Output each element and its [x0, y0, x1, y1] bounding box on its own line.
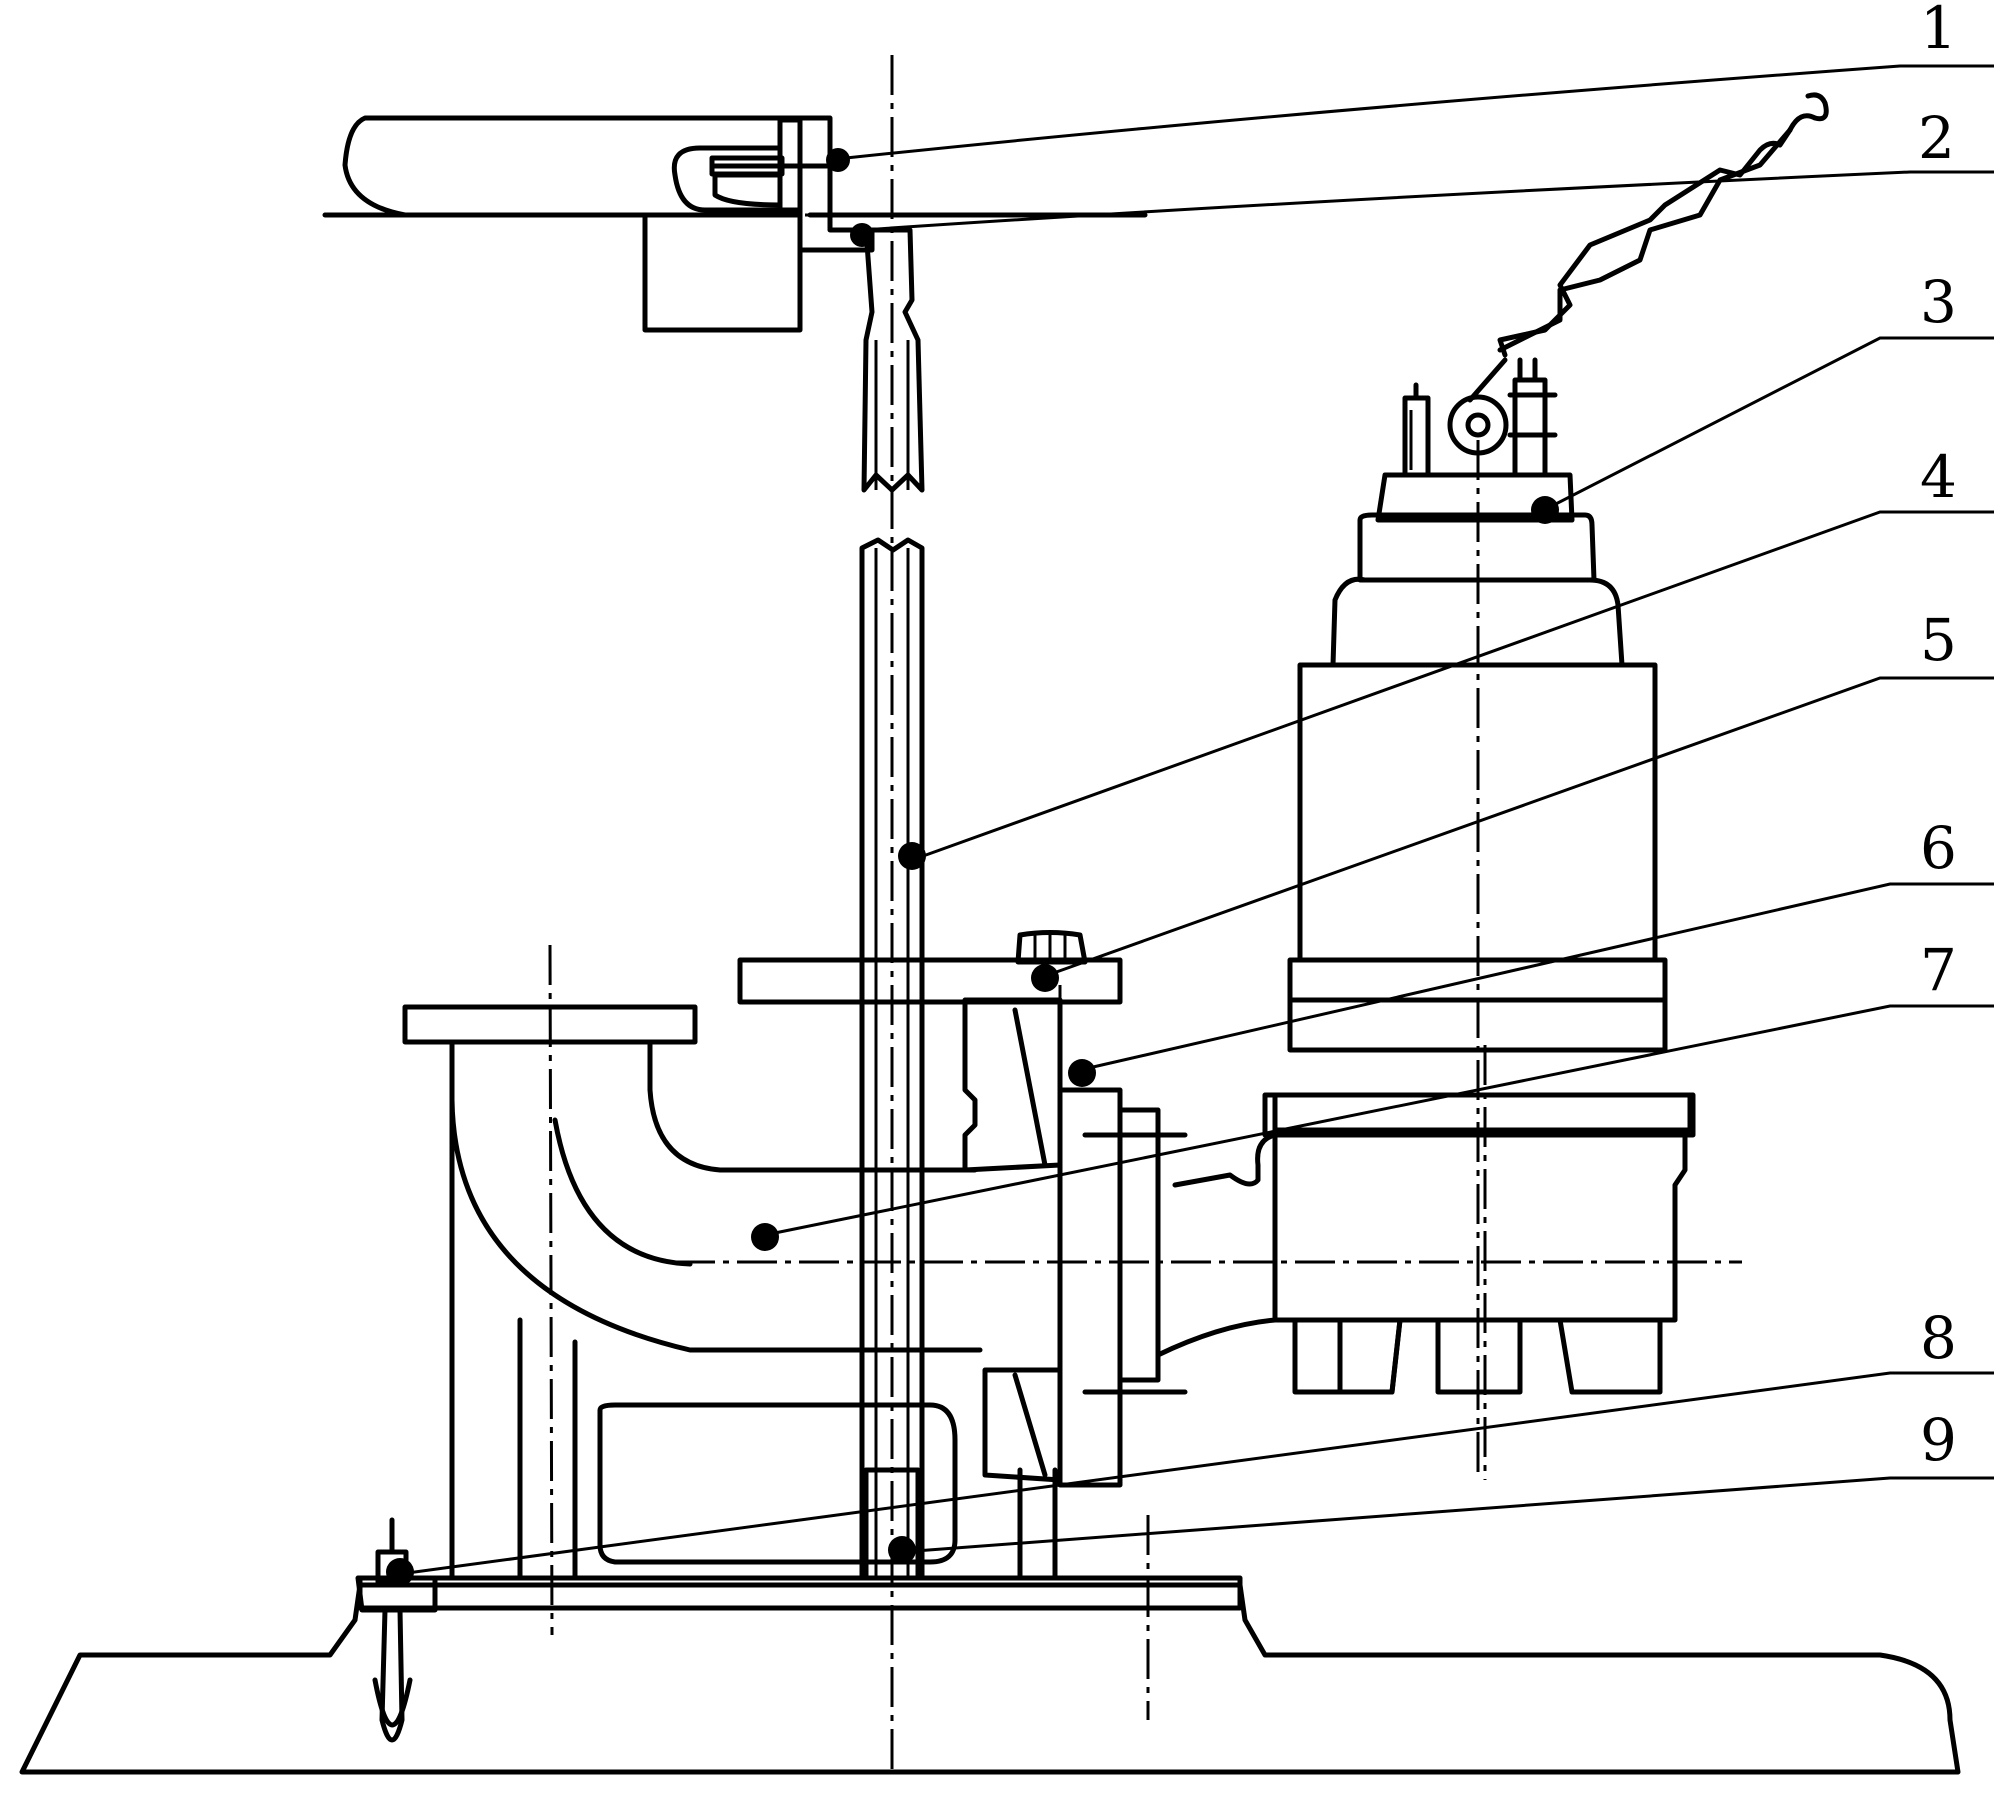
- callout-dot-3: [1531, 496, 1559, 524]
- part-label-9: 9: [1920, 1406, 1957, 1474]
- callout-dot-4: [898, 842, 926, 870]
- part-label-6: 6: [1920, 814, 1957, 882]
- leader-lines: [399, 64, 1994, 1576]
- callout-dot-5: [1031, 964, 1059, 992]
- part-label-8: 8: [1920, 1304, 1957, 1372]
- part-label-1: 1: [1920, 0, 1957, 62]
- discharge-elbow: [402, 1004, 1058, 1581]
- anchor-bolt: [355, 1517, 438, 1743]
- foundation: [19, 1582, 1961, 1775]
- pump-motor: [1155, 92, 1829, 1395]
- centre-lines: [323, 55, 1742, 1772]
- part-label-3: 3: [1920, 268, 1957, 336]
- callout-dot-1: [826, 148, 850, 172]
- part-numbers: 1 2 3 4 5 6 7 8 9: [1918, 0, 1957, 1474]
- callout-dot-7: [751, 1223, 779, 1251]
- part-label-7: 7: [1920, 936, 1957, 1004]
- cover-plate: [322, 115, 1148, 333]
- callout-dot-8: [386, 1558, 414, 1586]
- callout-dot-9: [888, 1536, 916, 1564]
- part-label-2: 2: [1918, 104, 1955, 172]
- callout-dot-6: [1068, 1059, 1096, 1087]
- part-label-4: 4: [1920, 443, 1957, 511]
- callout-dot-2: [850, 223, 874, 247]
- bracket-plate: [737, 957, 1123, 1005]
- callout-dots: [386, 148, 1559, 1586]
- part-label-5: 5: [1920, 606, 1957, 674]
- coupling-base: [962, 930, 1188, 1488]
